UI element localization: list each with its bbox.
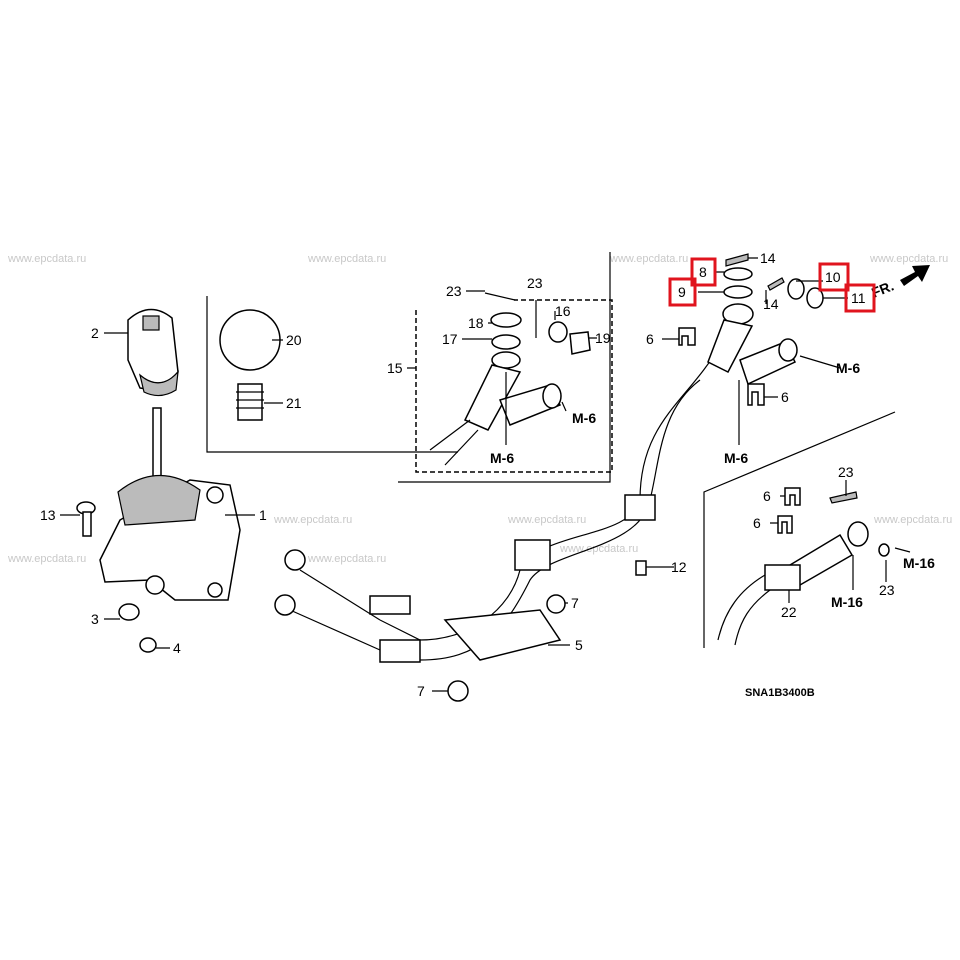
cross-references: M-6 M-6 M-6 M-6 M-16 M-16 — [490, 360, 935, 610]
callout-1[interactable]: 1 — [259, 507, 267, 523]
watermark: www.epcdata.ru — [559, 543, 638, 555]
knob-alt — [219, 309, 281, 421]
frame-lines — [206, 252, 896, 648]
watermark: www.epcdata.ru — [7, 553, 86, 565]
callout-7[interactable]: 7 — [417, 683, 425, 699]
callout-16[interactable]: 16 — [555, 303, 571, 319]
shift-lever-assembly — [99, 407, 241, 601]
watermark: www.epcdata.ru — [507, 514, 586, 526]
highlight-box-10 — [818, 262, 850, 292]
callout-14[interactable]: 14 — [760, 250, 776, 266]
callouts: 2 20 21 13 1 3 4 23 23 18 17 16 19 15 14… — [40, 250, 895, 699]
cable-end-assembly-left — [429, 292, 591, 466]
ref-m6[interactable]: M-6 — [836, 360, 860, 376]
callout-23[interactable]: 23 — [446, 283, 462, 299]
callout-7[interactable]: 7 — [571, 595, 579, 611]
front-label: FR. — [869, 277, 896, 300]
callout-6[interactable]: 6 — [781, 389, 789, 405]
watermark: www.epcdata.ru — [307, 553, 386, 565]
watermark: www.epcdata.ru — [873, 514, 952, 526]
callout-6[interactable]: 6 — [753, 515, 761, 531]
callout-6[interactable]: 6 — [646, 331, 654, 347]
watermarks: www.epcdata.ru www.epcdata.ru www.epcdat… — [7, 253, 952, 565]
callout-13[interactable]: 13 — [40, 507, 56, 523]
callout-18[interactable]: 18 — [468, 315, 484, 331]
highlight-box-8 — [690, 257, 717, 287]
watermark: www.epcdata.ru — [869, 253, 948, 265]
callout-8[interactable]: 8 — [699, 264, 707, 280]
callout-9[interactable]: 9 — [678, 284, 686, 300]
watermark: www.epcdata.ru — [609, 253, 688, 265]
ref-m6[interactable]: M-6 — [724, 450, 748, 466]
callout-23[interactable]: 23 — [527, 275, 543, 291]
ref-m6[interactable]: M-6 — [572, 410, 596, 426]
ref-m16[interactable]: M-16 — [903, 555, 935, 571]
callout-6[interactable]: 6 — [763, 488, 771, 504]
callout-12[interactable]: 12 — [671, 559, 687, 575]
cable-end-assembly-lower — [717, 487, 890, 646]
highlight-box-9 — [668, 277, 697, 307]
callout-4[interactable]: 4 — [173, 640, 181, 656]
callout-20[interactable]: 20 — [286, 332, 302, 348]
callout-11[interactable]: 11 — [851, 290, 866, 306]
bolt — [635, 560, 647, 576]
shift-cables — [274, 344, 721, 663]
ref-m16[interactable]: M-16 — [831, 594, 863, 610]
callout-22[interactable]: 22 — [781, 604, 797, 620]
leader-lines — [60, 257, 911, 692]
nut — [139, 637, 157, 653]
watermark: www.epcdata.ru — [307, 253, 386, 265]
callout-23[interactable]: 23 — [879, 582, 895, 598]
callout-23[interactable]: 23 — [838, 464, 854, 480]
diagram-code: SNA1B3400B — [745, 687, 815, 699]
highlight-boxes — [668, 257, 876, 313]
callout-5[interactable]: 5 — [575, 637, 583, 653]
bolt — [76, 501, 96, 537]
callout-2[interactable]: 2 — [91, 325, 99, 341]
watermark: www.epcdata.ru — [7, 253, 86, 265]
nut — [546, 594, 566, 614]
cable-end-assembly-right — [678, 253, 824, 406]
callout-21[interactable]: 21 — [286, 395, 302, 411]
front-direction-arrow: FR. — [869, 265, 930, 301]
nut — [447, 680, 469, 702]
shift-knob — [127, 308, 179, 397]
callout-10[interactable]: 10 — [825, 269, 841, 285]
highlight-box-11 — [844, 283, 876, 313]
ref-m6[interactable]: M-6 — [490, 450, 514, 466]
callout-14[interactable]: 14 — [763, 296, 779, 312]
callout-19[interactable]: 19 — [595, 330, 611, 346]
watermark: www.epcdata.ru — [273, 514, 352, 526]
callout-17[interactable]: 17 — [442, 331, 458, 347]
callout-15[interactable]: 15 — [387, 360, 403, 376]
callout-3[interactable]: 3 — [91, 611, 99, 627]
bushing — [118, 603, 140, 621]
